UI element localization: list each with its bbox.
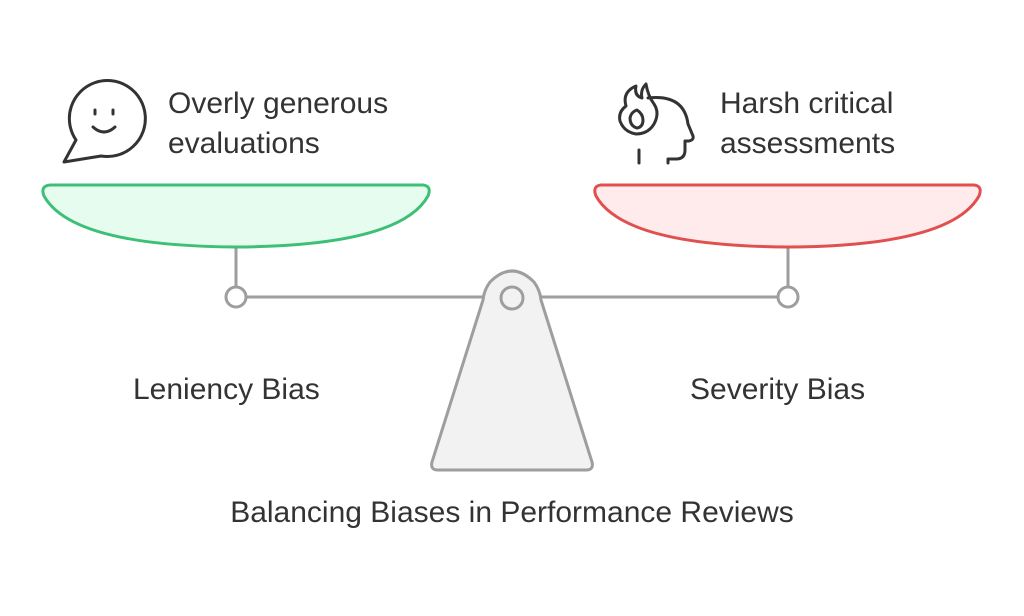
fulcrum-pivot bbox=[499, 285, 525, 311]
leniency-bias-label: Leniency Bias bbox=[133, 373, 320, 406]
fulcrum-stand bbox=[430, 269, 594, 472]
leniency-description-line-2: evaluations bbox=[168, 127, 320, 160]
speech-bubble-smile-icon bbox=[62, 79, 147, 164]
severity-bias-label: Severity Bias bbox=[690, 373, 866, 406]
right-beam-pivot bbox=[776, 285, 800, 309]
left-pan bbox=[41, 183, 431, 249]
right-pan bbox=[593, 183, 982, 249]
severity-description: Harsh critical assessments bbox=[720, 84, 895, 164]
severity-description-line-1: Harsh critical bbox=[720, 87, 894, 120]
severity-description-line-2: assessments bbox=[720, 127, 896, 160]
diagram-title: Balancing Biases in Performance Reviews bbox=[230, 496, 794, 529]
leniency-description-line-1: Overly generous bbox=[168, 87, 389, 120]
left-beam-pivot bbox=[224, 285, 248, 309]
leniency-description: Overly generous evaluations bbox=[168, 84, 388, 164]
head-flame-icon bbox=[618, 82, 695, 165]
